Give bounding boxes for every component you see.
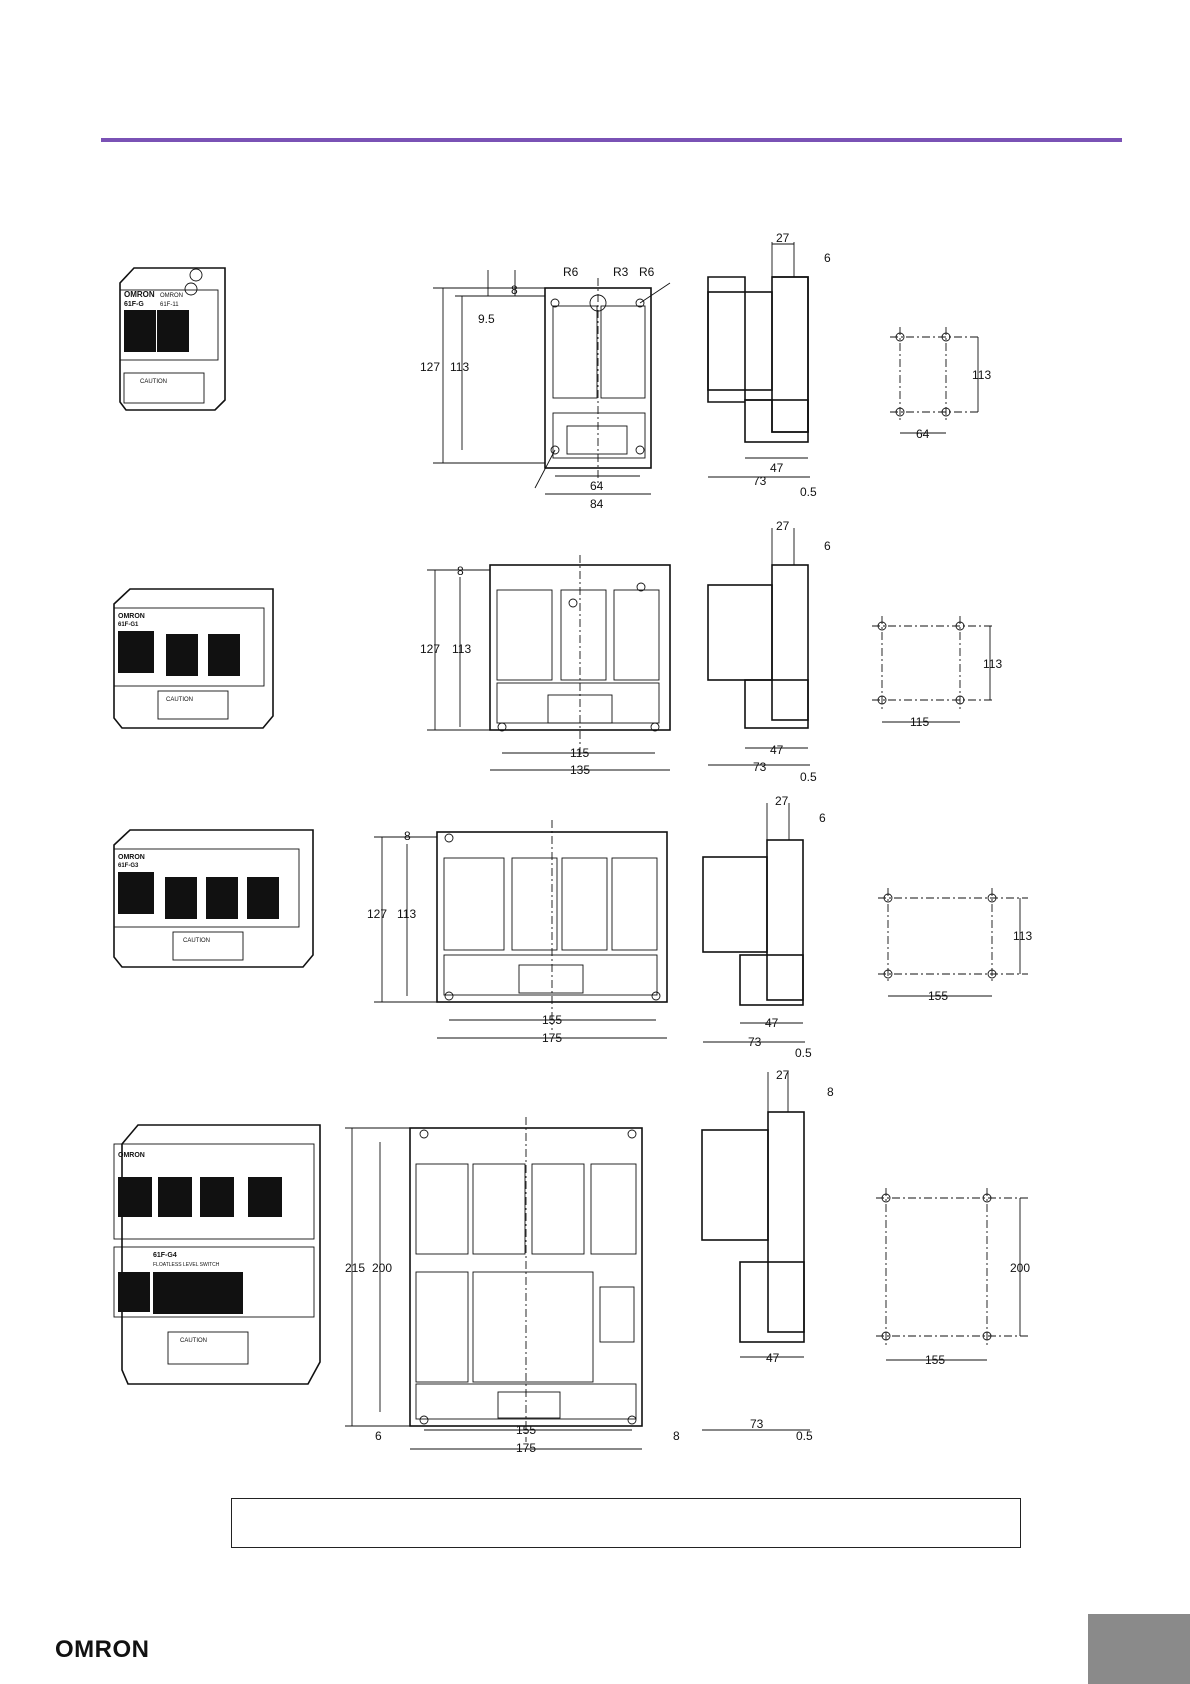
- dim-73-r4: 73: [750, 1417, 764, 1431]
- photo-model-4: 61F-G4: [153, 1252, 177, 1259]
- side-view-61f-g: 27 6 47 73 0.5: [707, 231, 831, 499]
- photo-model-1: 61F-G: [124, 301, 144, 308]
- dim-115-r2: 115: [570, 746, 589, 760]
- dim-r6a-r1: R6: [563, 265, 579, 279]
- dim-155-r3: 155: [542, 1013, 562, 1027]
- dim-64-r1: 64: [590, 479, 604, 493]
- dim-mount-h-r2: 115: [910, 715, 929, 729]
- dim-8-r3: 8: [404, 829, 411, 843]
- dim-27-r3: 27: [775, 794, 789, 808]
- dim-mount-v-r3: 113: [1013, 929, 1032, 943]
- dim-8-r4-bottom: 8: [673, 1429, 680, 1443]
- photo-caution-1: CAUTION: [140, 379, 167, 385]
- dim-6-r3: 6: [819, 811, 826, 825]
- dim-84-r1: 84: [590, 497, 604, 511]
- side-view-61f-g1: 27 6 47 73 0.5: [707, 519, 831, 784]
- dim-73-r2: 73: [753, 760, 767, 774]
- photo-brand-4: OMRON: [118, 1152, 145, 1159]
- dim-175-r4: 175: [516, 1441, 536, 1455]
- photo-brand-2: OMRON: [118, 613, 145, 620]
- dim-127-r3: 127: [367, 907, 387, 921]
- mount-pattern-61f-g3: 113 155: [878, 888, 1032, 1003]
- dim-mount-v-r2: 113: [983, 657, 1002, 671]
- page-tab: [1088, 1614, 1190, 1684]
- dim-6-r4: 6: [375, 1429, 382, 1443]
- dim-8-r2: 8: [457, 564, 464, 578]
- photo-brand-1b: OMRON: [160, 293, 183, 299]
- dim-mount-h-r4: 155: [925, 1353, 945, 1367]
- dim-113-r3: 113: [397, 907, 416, 921]
- omron-logo: OMRON: [55, 1636, 150, 1663]
- dim-9-5-r1: 9.5: [478, 312, 495, 326]
- dim-6-r2: 6: [824, 539, 831, 553]
- photo-model-3: 61F-G3: [118, 863, 139, 869]
- dim-r3-r1: R3: [613, 265, 629, 279]
- photo-relay-1: 61F-11: [160, 302, 179, 308]
- photo-level-switch: FLOATLESS LEVEL SWITCH: [153, 1262, 220, 1268]
- dim-mount-v-r1: 113: [972, 368, 991, 382]
- dim-73-r3: 73: [748, 1035, 762, 1049]
- front-view-61f-g: 127 113 8 9.5 R6 R3 R6 64 84: [420, 265, 671, 511]
- dim-8-r1: 8: [511, 283, 518, 297]
- side-view-61f-g3: 27 6 47 73 0.5: [702, 794, 826, 1060]
- dim-0-5-r1: 0.5: [800, 485, 817, 499]
- header-rule: [101, 138, 1122, 142]
- dim-mount-h-r1: 64: [916, 427, 930, 441]
- product-photo-61f-g: OMRON 61F-G OMRON 61F-11 CAUTION: [119, 267, 226, 411]
- dim-mount-v-r4: 200: [1010, 1261, 1030, 1275]
- dim-215-r4: 215: [345, 1261, 365, 1275]
- mount-pattern-61f-g1: 113 115: [872, 616, 1002, 729]
- dim-r6b-r1: R6: [639, 265, 655, 279]
- dim-155-r4: 155: [516, 1423, 536, 1437]
- front-view-61f-g3: 127 113 8 155 175: [367, 820, 668, 1045]
- dim-6-r1: 6: [824, 251, 831, 265]
- dim-27-r4: 27: [776, 1068, 790, 1082]
- dim-73-r1: 73: [753, 474, 767, 488]
- photo-caution-3: CAUTION: [183, 938, 210, 944]
- dim-8-r4-top: 8: [827, 1085, 834, 1099]
- front-view-61f-g4: 215 200 6 155 175: [345, 1117, 643, 1455]
- dim-113-r1: 113: [450, 360, 469, 374]
- side-view-61f-g4: 27 8 47: [701, 1068, 834, 1365]
- dim-113-r2: 113: [452, 642, 471, 656]
- photo-model-2: 61F-G1: [118, 622, 139, 628]
- photo-caution-4: CAUTION: [180, 1338, 207, 1344]
- dim-47-r4: 47: [766, 1351, 780, 1365]
- dim-27-r1: 27: [776, 231, 790, 245]
- mount-pattern-61f-g: 113 64: [890, 327, 991, 441]
- dim-127-r1: 127: [420, 360, 440, 374]
- dim-47-r1: 47: [770, 461, 784, 475]
- photo-brand-1: OMRON: [124, 290, 155, 299]
- dim-27-r2: 27: [776, 519, 790, 533]
- product-photo-61f-g3: OMRON 61F-G3 CAUTION: [113, 829, 314, 968]
- side-view-61f-g4-dims: 73 8 0.5: [673, 1417, 813, 1443]
- front-view-61f-g1: 127 113 8 115 135: [420, 555, 671, 777]
- product-photo-61f-g4: OMRON 61F-G4 FLOATLESS LEVEL SWITCH CAUT…: [113, 1124, 321, 1385]
- dim-47-r2: 47: [770, 743, 784, 757]
- dim-47-r3: 47: [765, 1016, 779, 1030]
- dim-200-r4: 200: [372, 1261, 392, 1275]
- photo-brand-3: OMRON: [118, 854, 145, 861]
- dim-135-r2: 135: [570, 763, 590, 777]
- mount-pattern-61f-g4: 200 155: [876, 1188, 1030, 1367]
- product-photo-61f-g1: OMRON 61F-G1 CAUTION: [113, 588, 274, 729]
- dim-0-5-r3: 0.5: [795, 1046, 812, 1060]
- dim-0-5-r4: 0.5: [796, 1429, 813, 1443]
- dim-127-r2: 127: [420, 642, 440, 656]
- dim-175-r3: 175: [542, 1031, 562, 1045]
- dim-0-5-r2: 0.5: [800, 770, 817, 784]
- photo-caution-2: CAUTION: [166, 697, 193, 703]
- note-box: [231, 1498, 1021, 1548]
- dim-mount-h-r3: 155: [928, 989, 948, 1003]
